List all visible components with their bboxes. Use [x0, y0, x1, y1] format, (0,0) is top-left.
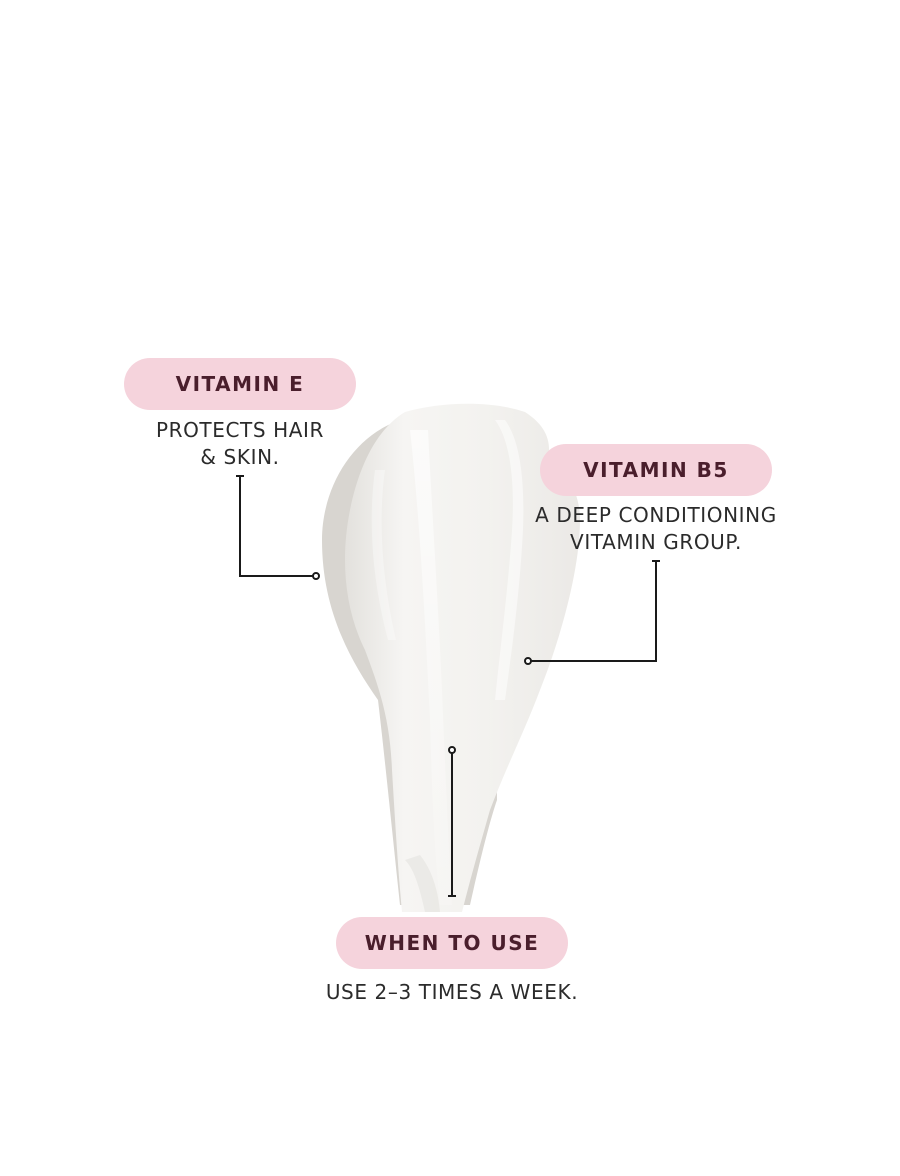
vitamin-b5-line-2: VITAMIN GROUP. — [570, 530, 742, 554]
vitamin-b5-badge: VITAMIN B5 — [540, 444, 772, 496]
when-to-use-line-1: USE 2–3 TIMES A WEEK. — [325, 980, 579, 1004]
vitamin-e-badge: VITAMIN E — [124, 358, 356, 410]
vitamin-e-line-1: PROTECTS HAIR — [155, 418, 325, 442]
when-to-use-badge: WHEN TO USE — [336, 917, 568, 969]
vitamin-b5-title: VITAMIN B5 — [583, 458, 729, 482]
vitamin-e-title: VITAMIN E — [175, 372, 305, 396]
vitamin-b5-description: A DEEP CONDITIONING VITAMIN GROUP. — [515, 502, 797, 556]
vitamin-b5-line-1: A DEEP CONDITIONING — [535, 503, 777, 527]
vitamin-e-line-2: & SKIN. — [200, 445, 280, 469]
when-to-use-title: WHEN TO USE — [364, 931, 540, 955]
when-to-use-description: USE 2–3 TIMES A WEEK. — [302, 979, 602, 1006]
vitamin-e-description: PROTECTS HAIR & SKIN. — [140, 417, 340, 471]
